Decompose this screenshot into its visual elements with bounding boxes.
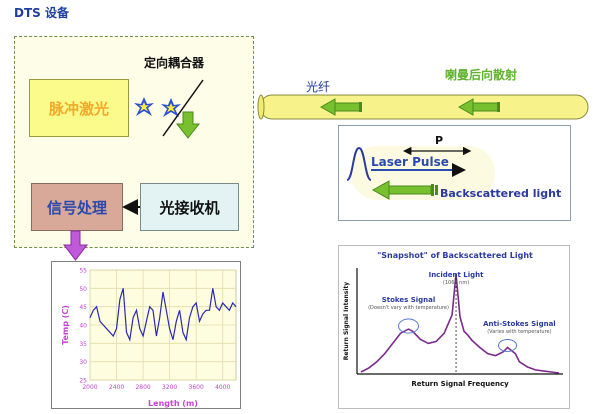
spectrum-chart-svg: "Snapshot" of Backscattered LightStokes …	[343, 251, 563, 388]
anti-stokes-highlight	[498, 338, 518, 352]
y-axis-label: Temp (C)	[61, 305, 70, 345]
spectrum-series-line	[360, 273, 560, 374]
annotation-sublabel: (Varies with temperature)	[487, 329, 551, 335]
pulse-illustration-svg: P Laser Pulse Backscattered light	[346, 134, 561, 200]
y-tick-label: 55	[79, 268, 87, 275]
backscatter-arrow-icon	[319, 98, 362, 116]
temperature-chart-svg: 25 30 35 40 45 50 55 2000 2400 2800 3200 3600 4000Le…	[61, 268, 237, 408]
optical-receiver-block: 光接收机	[140, 183, 239, 231]
stokes-highlight	[398, 318, 420, 334]
backscatter-arrow-icon	[371, 180, 438, 200]
annotation-label: Stokes Signal	[382, 296, 436, 304]
backscattered-light-label: Backscattered light	[440, 187, 561, 200]
pulse-illustration-panel: P Laser Pulse Backscattered light	[338, 125, 571, 221]
light-pulse-star-icon	[134, 97, 154, 116]
fiber-label: 光纤	[306, 80, 331, 94]
signal-processing-label: 信号处理	[46, 198, 107, 217]
backscatter-arrow-icon	[457, 98, 500, 116]
x-tick-label: 3200	[162, 384, 177, 391]
green-down-arrow-icon	[175, 111, 201, 139]
y-axis-label: Return Signal Intensity	[343, 282, 350, 360]
pulse-laser-label: 脉冲激光	[48, 99, 109, 118]
x-axis-label: Return Signal Frequency	[411, 380, 509, 388]
y-tick-label: 30	[79, 359, 87, 366]
x-tick-label: 4000	[215, 384, 230, 391]
device-title: DTS 设备	[14, 6, 69, 20]
x-tick-label: 3600	[189, 384, 204, 391]
chart-title: "Snapshot" of Backscattered Light	[377, 251, 533, 260]
y-tick-label: 35	[79, 341, 87, 348]
temperature-series-line	[89, 288, 237, 342]
light-pulse-star-icon	[161, 98, 181, 117]
optical-fiber	[257, 94, 589, 120]
x-axis-label: Length (m)	[148, 399, 198, 408]
x-tick-label: 2000	[82, 384, 97, 391]
purple-down-arrow-icon	[62, 230, 89, 261]
pulse-laser-block: 脉冲激光	[29, 79, 129, 137]
raman-backscatter-label: 喇曼后向散射	[445, 68, 518, 82]
annotation-sublabel: (Doesn't vary with temperature)	[368, 305, 449, 311]
annotation-label: Anti-Stokes Signal	[483, 320, 556, 328]
y-tick-label: 25	[79, 378, 87, 385]
x-tick-label: 2800	[135, 384, 150, 391]
laser-pulse-waveform	[346, 146, 372, 181]
pulse-width-label: P	[435, 134, 443, 147]
laser-pulse-label: Laser Pulse	[371, 155, 449, 169]
y-tick-label: 40	[79, 323, 87, 330]
annotation-label: Incident Light	[429, 271, 485, 279]
optical-receiver-label: 光接收机	[159, 198, 220, 217]
coupler-splitter-icon	[162, 79, 204, 137]
y-tick-label: 50	[79, 286, 87, 293]
annotation-sublabel: (1064 nm)	[443, 280, 469, 286]
x-tick-label: 2400	[109, 384, 124, 391]
y-tick-label: 45	[79, 304, 87, 311]
coupler-label: 定向耦合器	[144, 56, 205, 70]
